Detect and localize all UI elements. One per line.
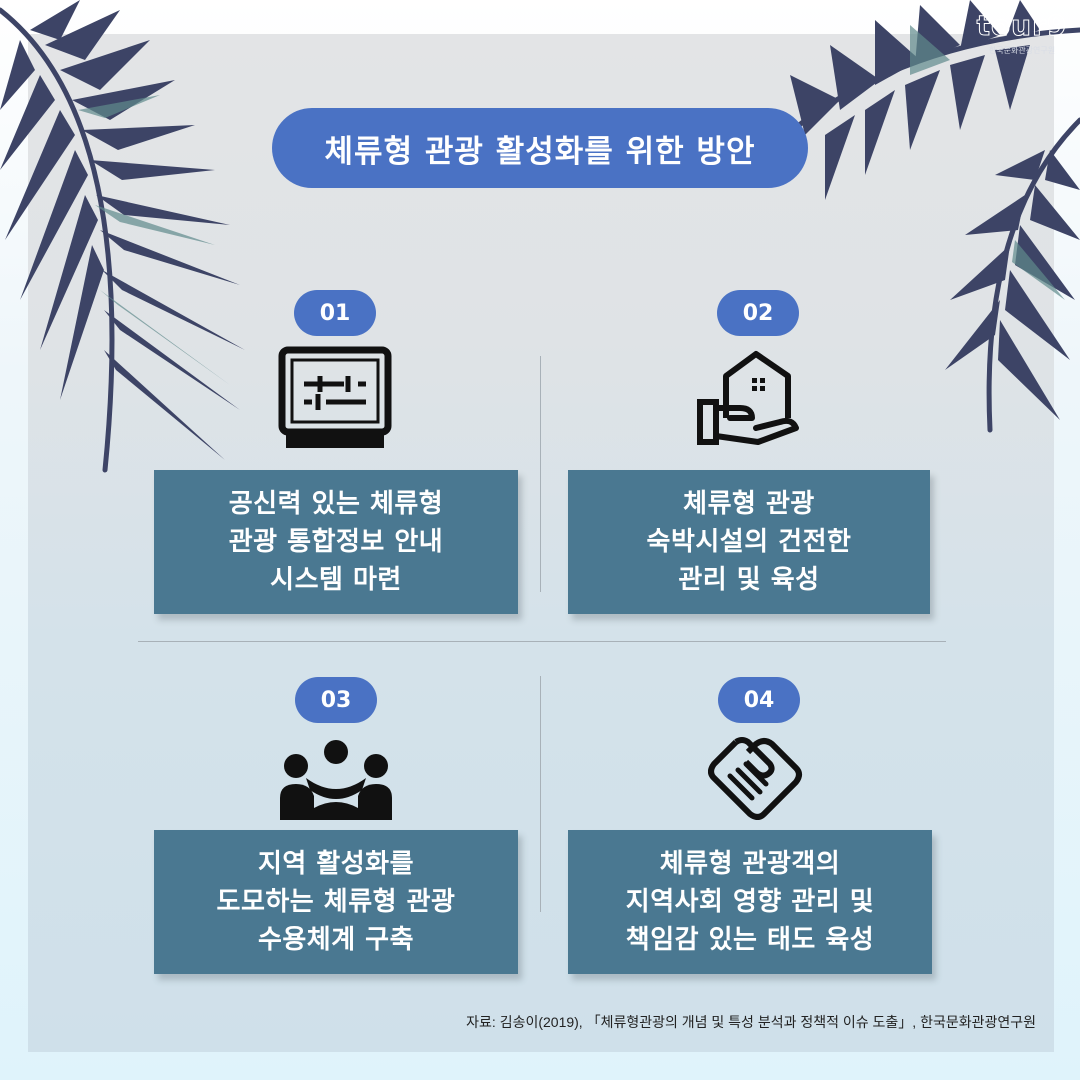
page-title: 체류형 관광 활성화를 위한 방안 [272,108,808,188]
item-card-01: 공신력 있는 체류형 관광 통합정보 안내 시스템 마련 [154,470,518,614]
card-line: 책임감 있는 태도 육성 [625,925,875,955]
community-people-icon [280,740,392,820]
card-line: 지역 활성화를 [257,849,415,879]
card-line: 체류형 관광 [683,489,815,519]
source-citation: 자료: 김송이(2019), 「체류형관광의 개념 및 특성 분석과 정책적 이… [466,1014,1036,1030]
card-line: 공신력 있는 체류형 [228,489,444,519]
item-card-03: 지역 활성화를 도모하는 체류형 관광 수용체계 구축 [154,830,518,974]
item-card-04: 체류형 관광객의 지역사회 영향 관리 및 책임감 있는 태도 육성 [568,830,932,974]
item-number-badge: 03 [295,677,377,723]
item-number-badge: 01 [294,290,376,336]
card-line: 수용체계 구축 [257,925,415,955]
palm-leaf-left-decoration [0,0,245,473]
divider-vertical-bottom [540,676,541,912]
item-number-badge: 02 [717,290,799,336]
divider-vertical-top [540,356,541,592]
card-line: 체류형 관광객의 [659,849,841,879]
logo-text: tour9 [976,9,1068,43]
monitor-icon [278,346,392,448]
card-line: 관광 통합정보 안내 [228,527,444,557]
logo-subtitle: 한국문화관광연구원 [988,46,1056,55]
palm-leaf-right-decoration [780,0,1080,433]
item-number-badge: 04 [718,677,800,723]
brand-logo: tour9 한국문화관광연구원 [976,6,1068,66]
card-line: 숙박시설의 건전한 [646,527,852,557]
card-line: 시스템 마련 [270,565,402,595]
divider-horizontal [138,641,946,642]
item-card-02: 체류형 관광 숙박시설의 건전한 관리 및 육성 [568,470,930,614]
card-line: 관리 및 육성 [678,565,820,595]
handshake-icon [708,737,802,820]
card-line: 도모하는 체류형 관광 [216,887,456,917]
card-line: 지역사회 영향 관리 및 [625,887,875,917]
house-in-hand-icon [697,351,799,445]
